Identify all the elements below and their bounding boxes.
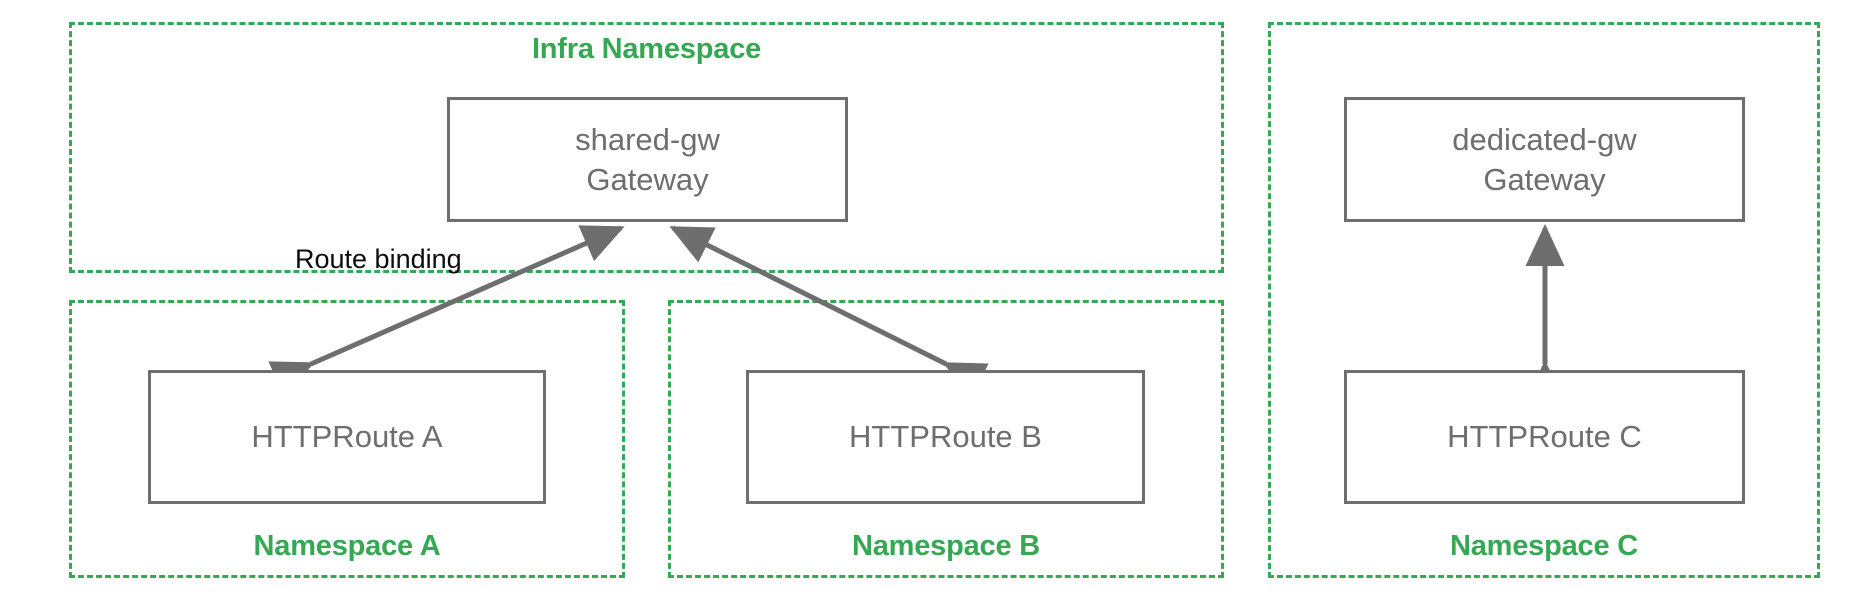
node-shared-gw-line2: Gateway <box>586 161 709 197</box>
edge-label-route-binding: Route binding <box>295 244 462 274</box>
namespace-label-a: Namespace A <box>253 530 441 562</box>
namespace-box-c <box>1268 22 1820 578</box>
namespace-label-c: Namespace C <box>1449 530 1638 562</box>
node-dedicated-gw-line2: Gateway <box>1483 161 1606 197</box>
namespace-label-b: Namespace B <box>851 530 1040 562</box>
namespace-box-infra <box>69 22 1224 273</box>
node-httproute-a[interactable]: HTTPRoute A <box>148 370 546 504</box>
node-httproute-a-label: HTTPRoute A <box>251 419 443 455</box>
node-dedicated-gw-gateway[interactable]: dedicated-gw Gateway <box>1344 97 1745 222</box>
node-shared-gw-gateway[interactable]: shared-gw Gateway <box>447 97 848 222</box>
node-shared-gw-line1: shared-gw <box>575 121 720 157</box>
node-httproute-c-label: HTTPRoute C <box>1447 419 1642 455</box>
namespace-label-infra: Infra Namespace <box>531 33 762 65</box>
node-dedicated-gw-line1: dedicated-gw <box>1452 121 1637 157</box>
node-httproute-c[interactable]: HTTPRoute C <box>1344 370 1745 504</box>
node-httproute-b[interactable]: HTTPRoute B <box>746 370 1145 504</box>
node-httproute-b-label: HTTPRoute B <box>849 419 1042 455</box>
